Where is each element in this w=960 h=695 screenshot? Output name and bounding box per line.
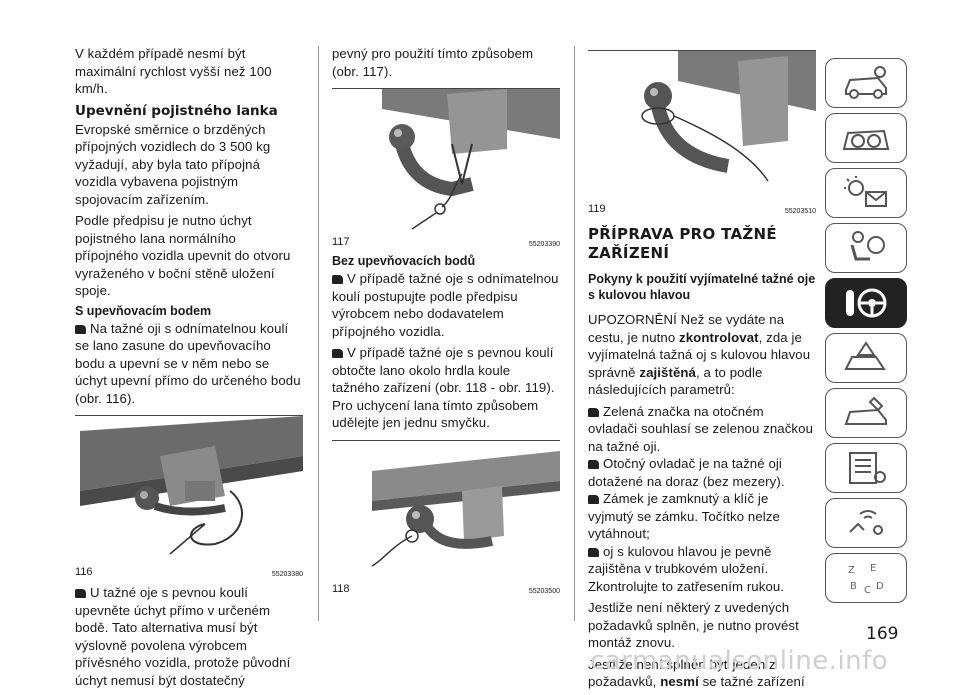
- figure-code: 55203500: [528, 587, 560, 595]
- figure-caption: 118 55203500: [332, 583, 560, 595]
- watermark-link[interactable]: carmanualsonline.info: [590, 646, 889, 676]
- bullet-item: Zelená značka na otočném ovladači souhla…: [588, 403, 816, 456]
- bullet-text: Otočný ovladač je na tažné oji dotažené …: [588, 456, 785, 489]
- car-bullet-icon: [75, 324, 86, 334]
- subheading: Bez upevňovacích bodů: [332, 254, 476, 268]
- paragraph: V případě tažné oje s odnímatelnou koulí…: [332, 270, 560, 340]
- multimedia-icon: [849, 510, 883, 535]
- paragraph: V každém případě nesmí být maximální ryc…: [75, 46, 272, 96]
- bullet-item: oj s kulovou hlavou je pevně zajištěna v…: [588, 543, 816, 578]
- bullet-item: Zámek je zamknutý a klíč je vyjmutý se z…: [588, 490, 816, 543]
- bold-text: zkontrolovat: [679, 329, 759, 345]
- subheading: Pokyny k použití vyjímatelné tažné oje s…: [588, 272, 816, 302]
- warning-car-icon: [844, 341, 886, 370]
- specifications-list-icon: [849, 452, 886, 484]
- text: , zda je vyjímatelná tažná oj s kulovou …: [588, 329, 811, 380]
- svg-text:B: B: [850, 581, 857, 592]
- paragraph: Evropské směrnice o brzděných přípojných…: [75, 121, 271, 207]
- figure-118: 118 55203500: [332, 439, 560, 595]
- car-bullet-icon: [588, 407, 599, 417]
- tab-specifications[interactable]: [825, 443, 907, 493]
- paragraph-text: V případě tažné oje s pevnou koulí obtoč…: [332, 345, 555, 430]
- figure-rule: [332, 88, 560, 89]
- paragraph-text: U tažné oje s pevnou koulí upevněte úchy…: [75, 585, 291, 688]
- tab-starting-driving[interactable]: [825, 278, 907, 328]
- tab-safety[interactable]: [825, 223, 907, 273]
- text: , a to podle následujících parametrů:: [588, 364, 763, 398]
- paragraph: Zkontrolujte to zatřesením rukou.: [588, 578, 785, 594]
- figure-caption: 116 55203380: [75, 566, 303, 578]
- paragraph: Jestliže není některý z uvedených požada…: [588, 600, 799, 650]
- figure-caption: 117 55203390: [332, 236, 560, 248]
- tab-car-info[interactable]: [825, 58, 907, 108]
- tab-emergency[interactable]: [825, 333, 907, 383]
- paragraph: Podle předpisu je nutno úchyt pojistného…: [75, 213, 291, 298]
- tab-lights-messages[interactable]: [825, 168, 907, 218]
- figure-number: 117: [332, 236, 350, 248]
- tow-hook-illustration: [371, 450, 560, 567]
- tab-dashboard[interactable]: [825, 113, 907, 163]
- bullet-text: Zelená značka na otočném ovladači souhla…: [588, 403, 813, 454]
- car-bullet-icon: [588, 495, 599, 504]
- paragraph: V případě tažné oje s pevnou koulí obtoč…: [332, 344, 560, 432]
- figure-rule: [588, 50, 816, 51]
- svg-text:C: C: [864, 585, 871, 596]
- paragraph-text: V případě tažné oje s odnímatelnou koulí…: [332, 271, 559, 339]
- figure-code: 55203390: [528, 241, 560, 248]
- tab-multimedia[interactable]: [825, 498, 907, 548]
- section-heading: Upevnění pojistného lanka: [75, 102, 278, 119]
- lights-message-icon: [844, 176, 887, 207]
- car-bullet-icon: [332, 275, 343, 284]
- bold-text: zajištěná: [639, 364, 696, 380]
- figure-117: 117 55203390: [332, 88, 560, 248]
- column-divider: [318, 46, 319, 621]
- bullet-text: oj s kulovou hlavou je pevně zajištěna v…: [588, 543, 772, 577]
- tab-service[interactable]: [825, 388, 907, 438]
- figure-code: 55203380: [271, 571, 303, 578]
- figure-caption: 119 55203510: [588, 203, 816, 215]
- paragraph: Na tažné oji s odnímatelnou koulí se lan…: [75, 320, 303, 408]
- bullet-text: Zámek je zamknutý a klíč je vyjmutý se z…: [588, 491, 780, 541]
- figure-number: 119: [588, 203, 606, 215]
- text: UPOZORNĚNÍ Než se vydáte na cestu, je nu…: [588, 312, 785, 345]
- column-1: V každém případě nesmí být maximální ryc…: [75, 45, 303, 693]
- svg-text:E: E: [870, 563, 876, 574]
- car-bullet-icon: [588, 460, 599, 469]
- car-service-icon: [844, 396, 887, 425]
- column-2: pevný pro použití tímto způsobem (obr. 1…: [332, 45, 560, 601]
- paragraph: U tažné oje s pevnou koulí upevněte úchy…: [75, 584, 303, 689]
- column-3: 119 55203510 PŘÍPRAVA PRO TAŽNÉ ZAŘÍZENÍ…: [588, 50, 816, 695]
- bullet-item: Otočný ovladač je na tažné oji dotažené …: [588, 455, 816, 490]
- page-number: 169: [866, 624, 899, 644]
- text: se tažné zařízení: [698, 674, 805, 689]
- car-bullet-icon: [588, 547, 599, 557]
- car-bullet-icon: [75, 589, 86, 598]
- bold-text: nesmí: [660, 674, 699, 689]
- car-bullet-icon: [332, 349, 343, 358]
- warning-paragraph: UPOZORNĚNÍ Než se vydáte na cestu, je nu…: [588, 311, 816, 399]
- figure-code: 55203510: [784, 208, 816, 215]
- svg-text:Z: Z: [848, 565, 855, 576]
- figure-119: 119 55203510: [588, 50, 816, 215]
- figure-116: 116 55203380: [75, 415, 303, 578]
- figure-number: 116: [75, 566, 93, 578]
- airbag-seat-icon: [850, 231, 885, 261]
- paragraph: pevný pro použití tímto způsobem (obr. 1…: [332, 46, 534, 79]
- car-info-icon: [845, 66, 887, 99]
- column-divider: [574, 46, 575, 621]
- chapter-heading: PŘÍPRAVA PRO TAŽNÉ ZAŘÍZENÍ: [588, 225, 777, 262]
- figure-number: 118: [332, 582, 350, 595]
- subheading: S upevňovacím bodem: [75, 303, 212, 318]
- figure-rule: [332, 439, 560, 441]
- figure-rule: [75, 415, 303, 416]
- paragraph-text: Na tažné oji s odnímatelnou koulí se lan…: [75, 320, 301, 406]
- key-steering-wheel-icon: [846, 288, 887, 318]
- tow-hook-illustration: [382, 89, 560, 230]
- tow-hook-illustration: [641, 51, 816, 182]
- car-dashboard-icon: [842, 129, 890, 150]
- svg-text:D: D: [876, 581, 884, 592]
- tow-hook-illustration: [80, 416, 303, 555]
